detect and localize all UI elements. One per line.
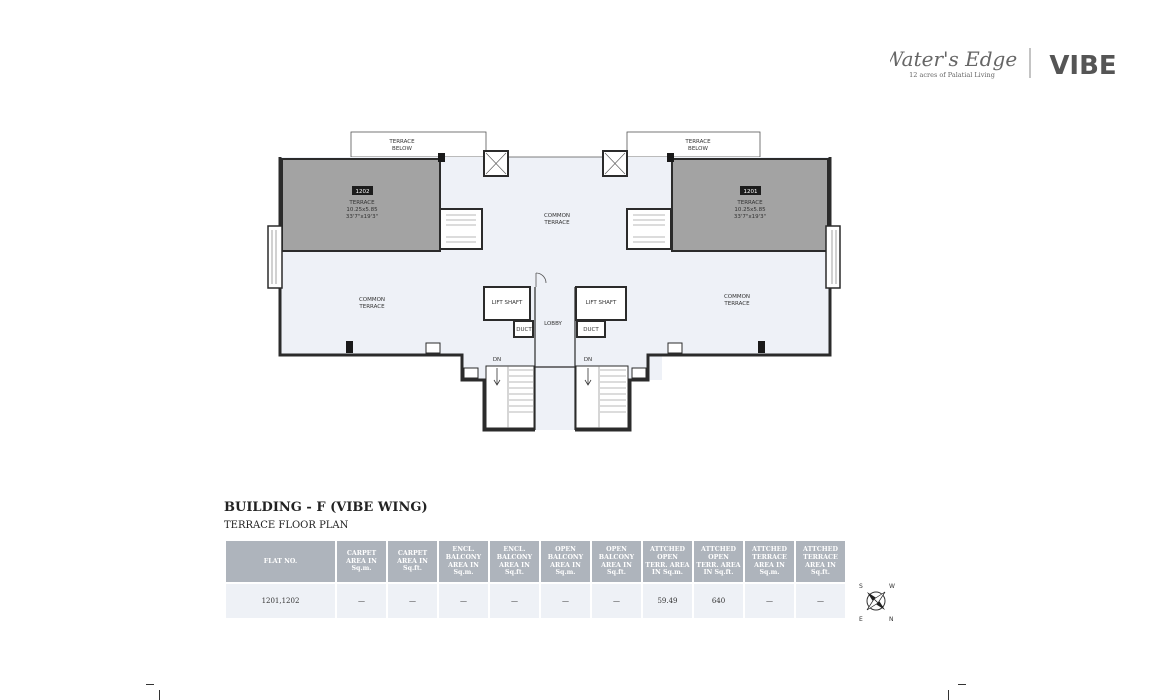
common-terrace-right-line1: COMMON (724, 294, 750, 300)
col-terrace-sqft: ATTCHED TERRACE AREA IN Sq.ft. (796, 541, 845, 582)
terrace-floor-plan: TERRACE BELOW TERRACE BELOW 1202 TERRACE… (267, 131, 841, 432)
crop-mark (958, 684, 966, 685)
building-title: BUILDING - F (VIBE WING) (224, 500, 428, 515)
terrace-below-left-line2: BELOW (392, 146, 412, 152)
wing-logo: VIBE (1049, 51, 1116, 81)
terrace-below-left (350, 131, 487, 158)
project-name: Water's Edge (890, 47, 1017, 71)
col-open-balcony-sqft: OPEN BALCONY AREA IN Sq.ft. (592, 541, 641, 582)
cell-open-terr-sqft: 640 (694, 582, 743, 618)
cell-terrace-sqft: — (796, 582, 845, 618)
cell-open-balcony-sqft: — (592, 582, 641, 618)
duct-right-label: DUCT (583, 327, 599, 333)
flat-1202-terrace (281, 158, 441, 252)
stair-left-down (485, 365, 535, 429)
cell-carpet-sqft: — (388, 582, 437, 618)
cell-terrace-sqm: — (745, 582, 794, 618)
compass-n: N (889, 616, 894, 623)
cell-open-balcony-sqm: — (541, 582, 590, 618)
col-carpet-sqft: CARPET AREA IN Sq.ft. (388, 541, 437, 582)
flat-1202-terrace-label: TERRACE (348, 200, 375, 206)
col-terrace-sqm: ATTCHED TERRACE AREA IN Sq.m. (745, 541, 794, 582)
col-open-terr-sqm: ATTCHED OPEN TERR. AREA IN Sq.m. (643, 541, 692, 582)
terrace-below-right-line2: BELOW (688, 146, 708, 152)
col-encl-balcony-sqft: ENCL. BALCONY AREA IN Sq.ft. (490, 541, 539, 582)
stair-right-top (626, 208, 672, 250)
side-windows (267, 225, 841, 289)
crop-mark (159, 690, 160, 700)
flat-1201-number: 1201 (744, 189, 758, 195)
common-terrace-top-line2: TERRACE (543, 220, 570, 226)
compass-w: W (889, 583, 895, 590)
col-flat-no: FLAT NO. (226, 541, 335, 582)
col-carpet-sqm: CARPET AREA IN Sq.m. (337, 541, 386, 582)
lift-shaft-left-label: LIFT SHAFT (492, 300, 523, 306)
terrace-below-left-line1: TERRACE (388, 139, 415, 145)
common-terrace-right-line2: TERRACE (723, 301, 750, 307)
area-table: FLAT NO. CARPET AREA IN Sq.m. CARPET ARE… (224, 541, 847, 618)
brand-logo: Water's Edge 12 acres of Palatial Living… (890, 47, 1117, 81)
terrace-below-right-line1: TERRACE (684, 139, 711, 145)
compass-icon: S W E N (859, 583, 895, 623)
down-right-label: DN (584, 357, 592, 363)
floor-plan-subtitle: TERRACE FLOOR PLAN (224, 520, 349, 531)
duct-left-label: DUCT (516, 327, 532, 333)
cell-open-terr-sqm: 59.49 (643, 582, 692, 618)
compass-e: E (859, 616, 863, 623)
table-header-row: FLAT NO. CARPET AREA IN Sq.m. CARPET ARE… (226, 541, 845, 582)
flat-1201-terrace-label: TERRACE (736, 200, 763, 206)
columns (346, 153, 765, 353)
down-left-label: DN (493, 357, 501, 363)
terrace-below-right (626, 131, 761, 158)
flat-1202-number: 1202 (356, 189, 370, 195)
stair-right-down (575, 365, 629, 429)
flat-1202-tag (352, 186, 373, 195)
common-terrace-top-line1: COMMON (544, 213, 570, 219)
crop-mark (146, 684, 154, 685)
table-row: 1201,1202 — — — — — — 59.49 640 — — (226, 582, 845, 618)
lobby-door (535, 272, 547, 284)
compass-s: S (859, 583, 863, 590)
outer-wall (278, 157, 832, 432)
flat-1202-dim-ft: 33'7"x19'3" (346, 214, 378, 220)
common-terrace-left-line1: COMMON (359, 297, 385, 303)
cell-flat-no: 1201,1202 (226, 582, 335, 618)
flat-1201-dim-m: 10.25x5.85 (734, 207, 766, 213)
flat-1201-tag (740, 186, 761, 195)
col-open-balcony-sqm: OPEN BALCONY AREA IN Sq.m. (541, 541, 590, 582)
flat-1201-dim-ft: 33'7"x19'3" (734, 214, 766, 220)
cell-encl-balcony-sqft: — (490, 582, 539, 618)
cell-carpet-sqm: — (337, 582, 386, 618)
flat-1201-terrace (671, 158, 829, 252)
col-open-terr-sqft: ATTCHED OPEN TERR. AREA IN Sq.ft. (694, 541, 743, 582)
crop-mark (948, 690, 949, 700)
down-arrows (493, 368, 592, 386)
stair-left-top (439, 208, 483, 250)
core (483, 286, 627, 338)
project-tagline: 12 acres of Palatial Living (909, 71, 995, 79)
flat-1202-dim-m: 10.25x5.85 (346, 207, 378, 213)
lift-shaft-right-label: LIFT SHAFT (586, 300, 617, 306)
col-encl-balcony-sqm: ENCL. BALCONY AREA IN Sq.m. (439, 541, 488, 582)
lobby-label: LOBBY (544, 321, 562, 327)
common-terrace-left-line2: TERRACE (358, 304, 385, 310)
cell-encl-balcony-sqm: — (439, 582, 488, 618)
